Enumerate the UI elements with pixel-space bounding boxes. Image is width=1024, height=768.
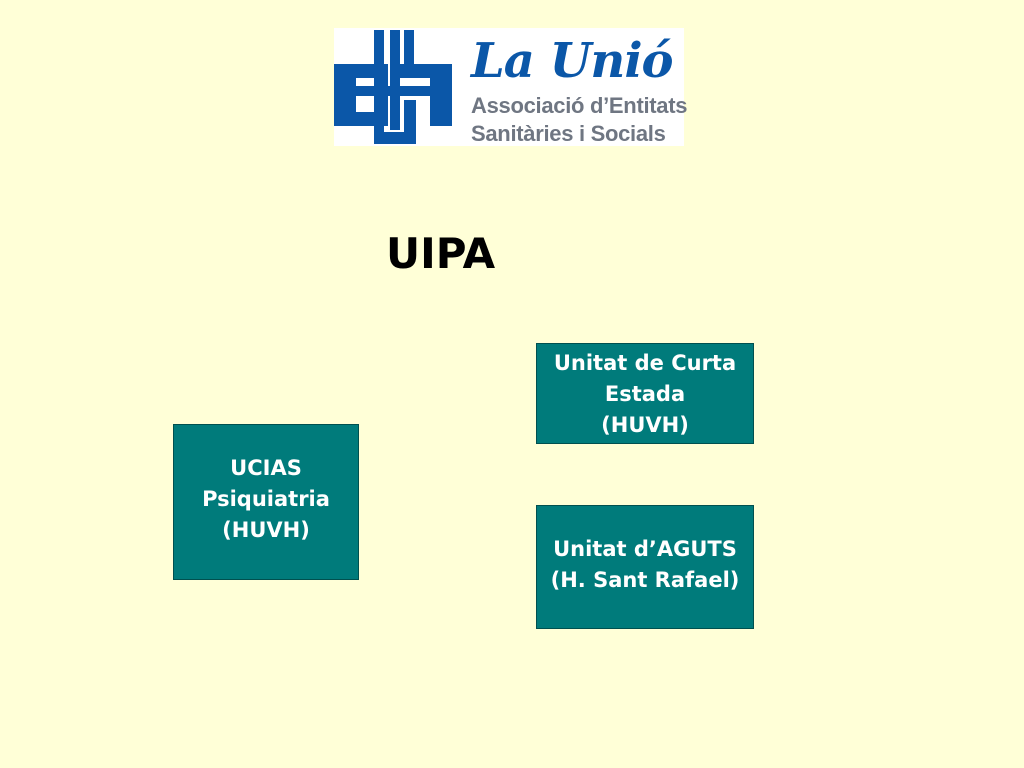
node-curta-line1: Unitat de Curta: [553, 351, 737, 375]
node-ucias-line1: UCIAS: [230, 456, 302, 480]
diagram-title: UIPA: [386, 229, 496, 278]
node-curta-line3: (HUVH): [601, 413, 689, 437]
node-ucias-line3: (HUVH): [222, 518, 310, 542]
node-ucias-psiquiatria: UCIAS Psiquiatria (HUVH): [173, 424, 359, 580]
node-ucias-line2: Psiquiatria: [202, 487, 330, 511]
logo-title: La Unió: [471, 33, 674, 89]
logo: La Unió Associació d’Entitats Sanitàries…: [334, 28, 688, 146]
node-curta-line2: Estada: [604, 382, 686, 406]
logo-subtitle-line2: Sanitàries i Socials: [471, 121, 666, 146]
logo-subtitle-line1: Associació d’Entitats: [471, 93, 688, 118]
node-unitat-curta-estada: Unitat de Curta Estada (HUVH): [536, 343, 754, 444]
node-aguts-line2: (H. Sant Rafael): [550, 568, 740, 592]
la-unio-emblem-icon: [334, 30, 452, 144]
node-aguts-line1: Unitat d’AGUTS: [553, 537, 737, 561]
node-unitat-aguts: Unitat d’AGUTS (H. Sant Rafael): [536, 505, 754, 629]
